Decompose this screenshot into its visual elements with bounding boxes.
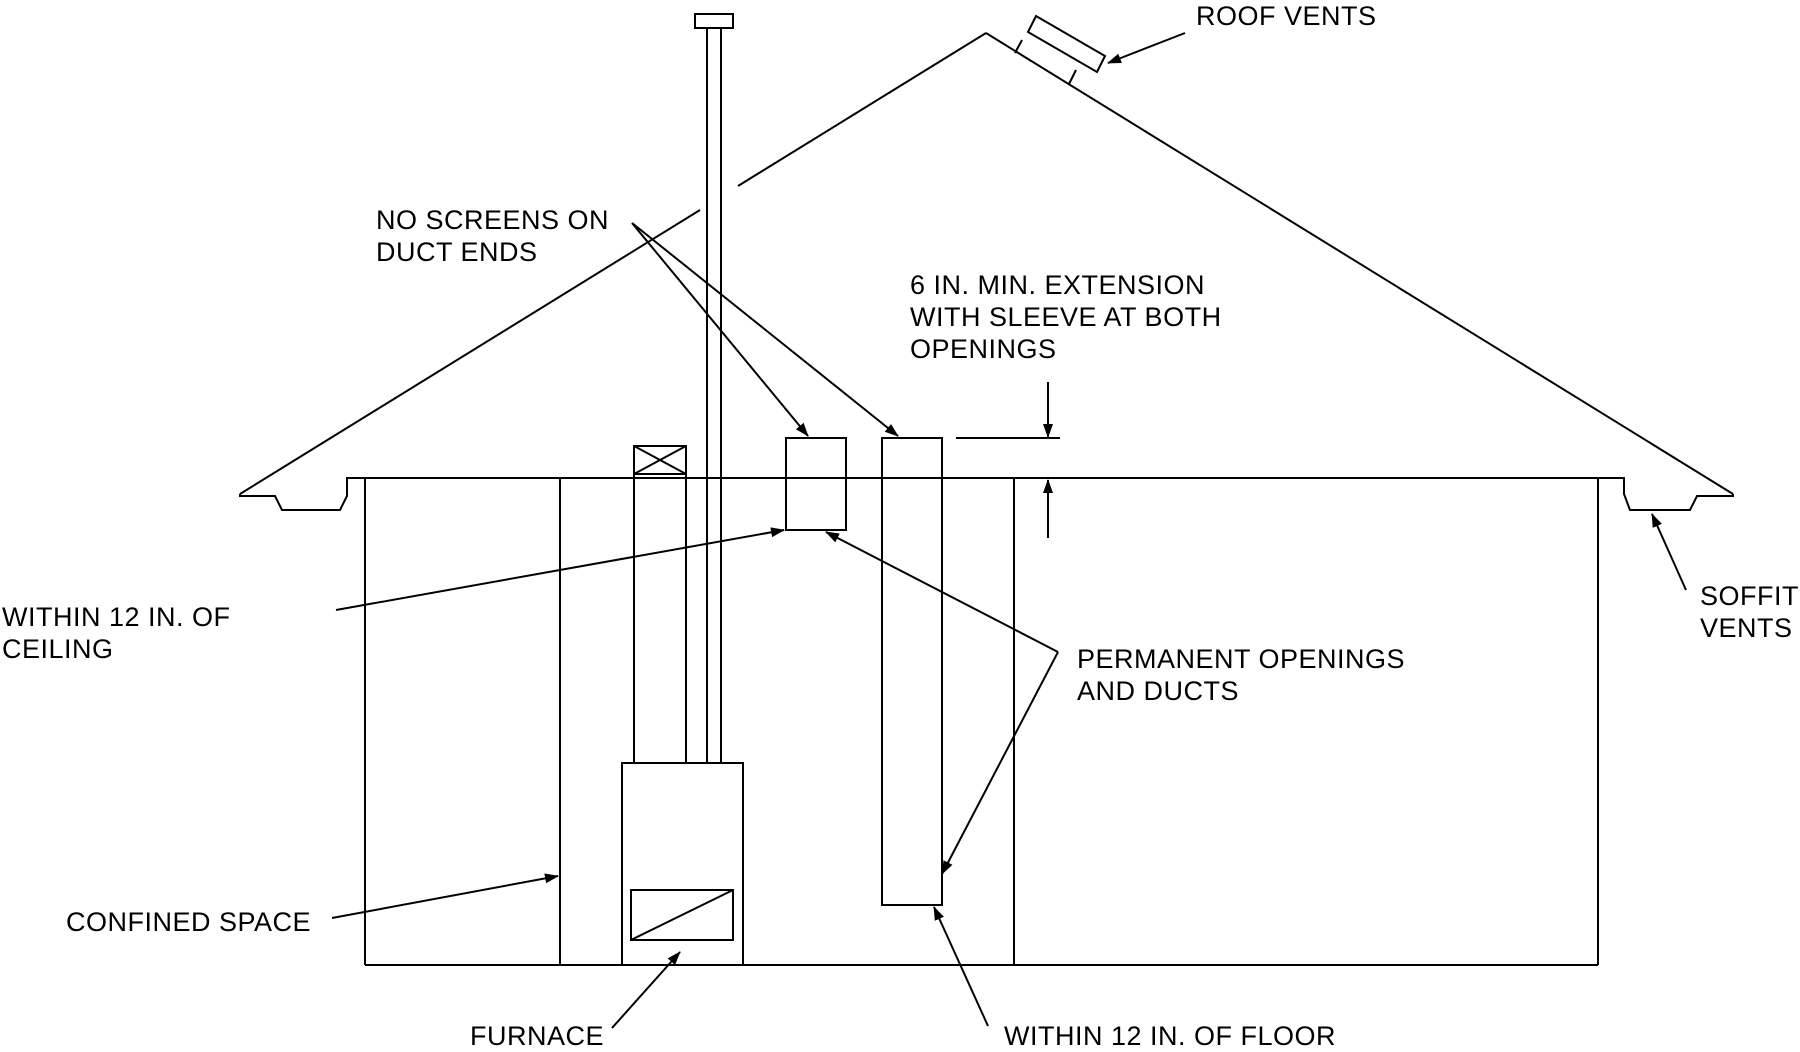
no-screens-label: NO SCREENS ON DUCT ENDS bbox=[376, 205, 610, 267]
confined-space bbox=[559, 478, 1015, 965]
roof bbox=[239, 32, 1734, 511]
upper-opening-duct bbox=[785, 437, 847, 531]
lower-opening-duct bbox=[881, 437, 943, 906]
leader-arrows bbox=[331, 32, 1687, 1029]
roof-vent bbox=[1014, 14, 1107, 85]
furnace-label: FURNACE bbox=[470, 1021, 605, 1051]
permanent-openings-label: PERMANENT OPENINGS AND DUCTS bbox=[1077, 644, 1406, 706]
within-floor-label: WITHIN 12 IN. OF FLOOR bbox=[1004, 1021, 1337, 1051]
soffit-vents-label: SOFFIT VENTS bbox=[1700, 581, 1799, 643]
confined-space-label: CONFINED SPACE bbox=[66, 907, 312, 937]
furnace-flue-pipe bbox=[694, 13, 734, 763]
roof-vents-label: ROOF VENTS bbox=[1196, 1, 1377, 31]
furnace-supply-duct bbox=[633, 445, 687, 763]
extension-dimension bbox=[956, 382, 1060, 538]
furnace bbox=[621, 762, 744, 966]
within-ceiling-label: WITHIN 12 IN. OF CEILING bbox=[2, 602, 231, 664]
house-walls bbox=[364, 478, 1599, 966]
extension-label: 6 IN. MIN. EXTENSION WITH SLEEVE AT BOTH… bbox=[910, 270, 1222, 364]
